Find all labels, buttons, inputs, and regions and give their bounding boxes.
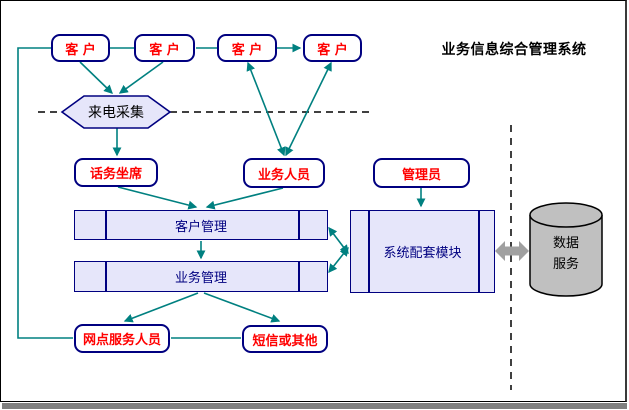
page-title: 业务信息综合管理系统 xyxy=(441,42,587,58)
node-system-module-label: 系统配套模块 xyxy=(383,246,462,261)
connector-customer3-businessstaff xyxy=(246,61,286,157)
node-admin: 管理员 xyxy=(373,158,470,188)
connector-businessmgmt-systemmodule xyxy=(328,246,349,274)
database-cylinder xyxy=(529,202,603,297)
frame-shadow xyxy=(2,403,627,409)
node-business-staff: 业务人员 xyxy=(243,158,325,188)
node-system-module: 系统配套模块 xyxy=(350,210,495,293)
database-label-line2: 服务 xyxy=(552,257,579,272)
connector-callseat-customermgmt xyxy=(117,186,198,210)
panel-divider xyxy=(105,211,107,239)
node-business-mgmt-label: 业务管理 xyxy=(174,271,227,286)
call-collect-hexagon xyxy=(60,95,172,129)
connector-businessmgmt-branchstaff xyxy=(123,292,199,323)
connector-customer1-callcollect xyxy=(79,61,113,94)
panel-divider xyxy=(368,211,370,292)
connector-customer4-businessstaff xyxy=(285,61,332,157)
node-branch-staff: 网点服务人员 xyxy=(74,324,170,353)
panel-divider xyxy=(298,262,300,291)
connector-businessmgmt-smsother xyxy=(203,292,281,323)
node-call-collect-label: 来电采集 xyxy=(88,105,144,121)
node-call-seat: 话务坐席 xyxy=(74,158,158,187)
node-customer-mgmt-label: 客户管理 xyxy=(174,219,227,235)
node-customer-mgmt: 客户管理 xyxy=(74,210,328,240)
panel-divider xyxy=(478,211,480,292)
node-business-mgmt: 业务管理 xyxy=(74,261,328,292)
connector-customer2-callcollect xyxy=(118,61,164,94)
node-customer-2: 客 户 xyxy=(134,34,195,62)
node-customer-4: 客 户 xyxy=(303,34,362,62)
connector-businessstaff-customermgmt xyxy=(205,187,284,210)
connector-customer1-branchstaff-loop xyxy=(17,47,73,339)
connector-customermgmt-systemmodule xyxy=(328,226,349,255)
node-sms-other: 短信或其他 xyxy=(242,325,328,353)
database-label: 数据 服务 xyxy=(534,233,598,275)
database-label-line1: 数据 xyxy=(552,236,579,251)
data-sync-arrow xyxy=(495,241,529,261)
panel-divider xyxy=(298,211,300,239)
panel-divider xyxy=(105,262,107,291)
node-customer-1: 客 户 xyxy=(51,34,110,62)
node-customer-3: 客 户 xyxy=(217,34,277,62)
